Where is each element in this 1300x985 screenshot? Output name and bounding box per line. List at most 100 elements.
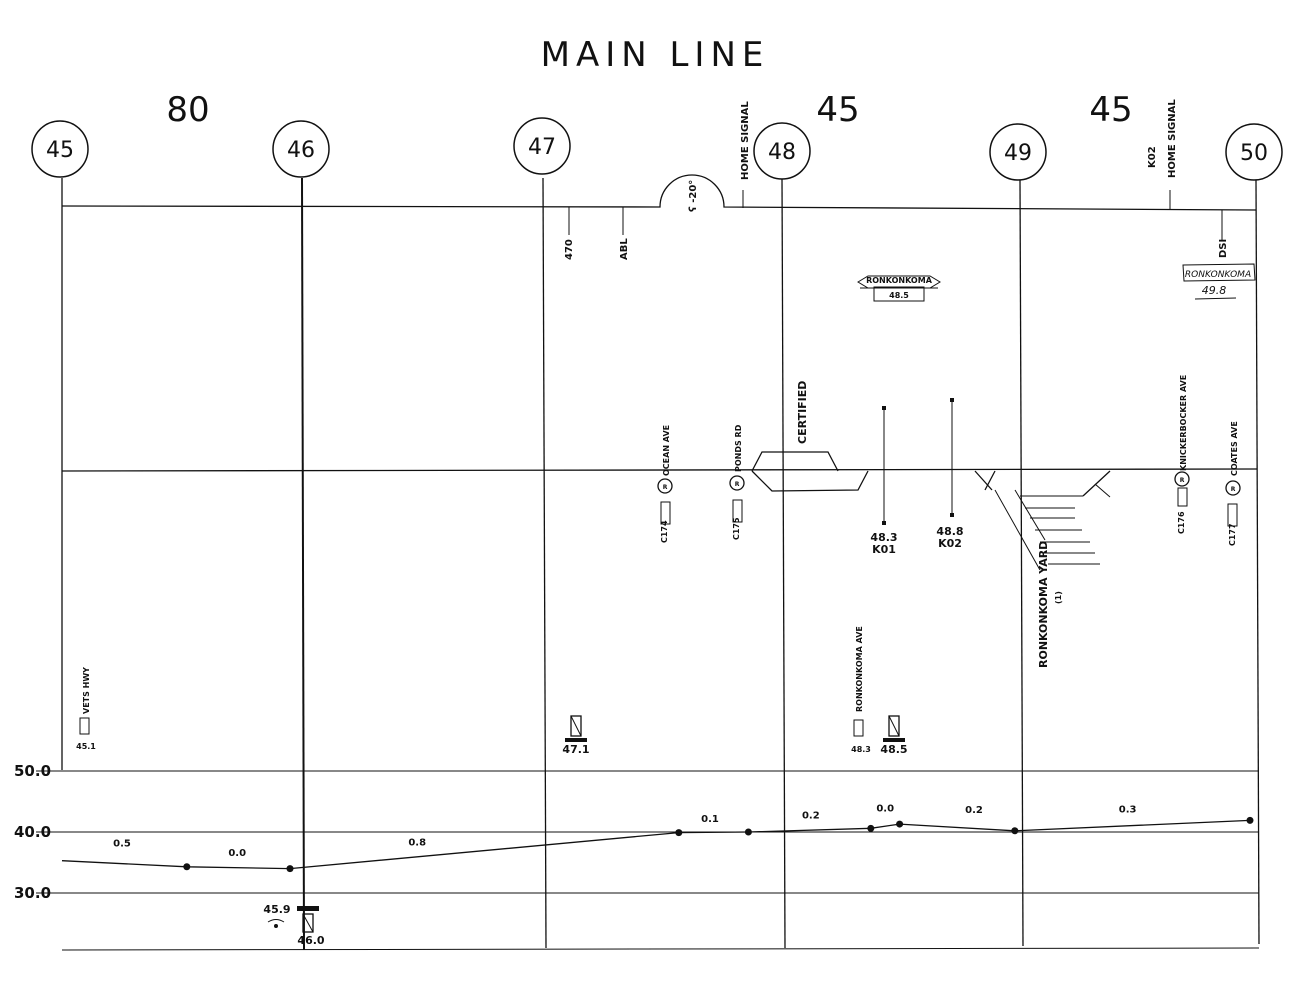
siding-lower [751, 470, 869, 492]
handwritten-note: RONKONKOMA 49.8 [1182, 263, 1256, 300]
handwritten-line-1: RONKONKOMA [1185, 270, 1251, 280]
bridge-46-0: 46.0 [297, 906, 325, 947]
svg-text:R: R [1180, 477, 1185, 484]
grade-label-5: 0.0 [876, 803, 894, 814]
crossing-ponds-rd: R PONDS RD C175 [729, 424, 745, 540]
k01-label: K01 [872, 543, 896, 556]
milepost-45: 45 [31, 120, 89, 178]
bridges: 47.1 48.5 46.0 45.9 [263, 715, 908, 947]
yard-note: (1) [1054, 591, 1063, 604]
crossing-ponds-rd-label: PONDS RD [734, 424, 743, 472]
milepost-45-label: 45 [46, 138, 74, 163]
crossing-coates-label: COATES AVE [1230, 421, 1239, 476]
crossover-right-2 [984, 470, 996, 491]
profile-points [183, 816, 1254, 873]
crossing-vets-milepost: 45.1 [76, 742, 96, 751]
crossing-ronk-ave-label: RONKONKOMA AVE [855, 626, 864, 712]
ronkonkoma-yard: RONKONKOMA YARD (1) [994, 470, 1111, 668]
home-signal-1-label: HOME SIGNAL [740, 101, 751, 180]
yard-lead [1082, 470, 1111, 497]
handwritten-box [1182, 263, 1256, 282]
switch-k02-bot [950, 513, 954, 517]
siding [751, 451, 839, 472]
crossing-c174-label: C174 [660, 520, 669, 543]
svg-text:R: R [663, 484, 668, 491]
station-ronkonkoma: RONKONKOMA 48.5 [857, 275, 941, 302]
station-box [873, 286, 925, 302]
y-tick-label-50.0: 50.0 [14, 762, 51, 780]
grade-label-6: 0.2 [965, 805, 983, 816]
crossover-right [974, 470, 993, 491]
milepost-line-48 [781, 177, 786, 949]
signal-470-label: 470 [564, 239, 575, 260]
switch-k01-bot [882, 521, 886, 525]
milepost-lines [61, 177, 1260, 951]
milepost-line-50 [1255, 179, 1260, 945]
yard-ladder-2 [1014, 489, 1046, 541]
profile-point-5 [867, 824, 875, 832]
handwritten-line-2: 49.8 [1202, 284, 1227, 297]
bridge-45-9: 45.9 [263, 903, 291, 928]
profile-point-6 [896, 820, 904, 828]
yard-ladder [994, 489, 1041, 571]
profile-line [61, 819, 1251, 870]
signal-line: 470 ABL ʕ -20° HOME SIGNAL HOME SIGNAL K… [61, 99, 1257, 260]
yard-label: RONKONKOMA YARD [1037, 541, 1050, 668]
grade-label-4: 0.2 [802, 811, 820, 822]
crossing-vets-label: VETS HWY [82, 667, 91, 714]
station-name: RONKONKOMA [866, 276, 933, 285]
milepost-line-47 [542, 177, 547, 949]
crossing-knickerbocker-label: KNICKERBOCKER AVE [1179, 375, 1188, 471]
profile-point-4 [744, 828, 752, 836]
chart-title: MAIN LINE [541, 35, 770, 75]
crossing-coates-box [1227, 503, 1238, 527]
home-signal-2-label: HOME SIGNAL [1167, 99, 1178, 178]
milepost-49-label: 49 [1004, 141, 1032, 166]
milepost-46-label: 46 [287, 138, 315, 163]
main-track [61, 468, 1258, 472]
abl-label: ABL [619, 238, 630, 260]
grade-label-3: 0.1 [701, 814, 719, 825]
switch-k01-top [882, 406, 886, 410]
bridge-46-0-label: 46.0 [297, 934, 324, 947]
signal-track [61, 174, 1257, 211]
crossing-ronkonkoma-ave: RONKONKOMA AVE 48.3 [851, 626, 871, 754]
milepost-46: 46 [272, 120, 330, 178]
grade-label-2: 0.8 [408, 837, 426, 848]
bridge-47-1: 47.1 [562, 715, 590, 756]
grade-label-7: 0.3 [1119, 804, 1137, 815]
handwritten-underline [1194, 297, 1237, 300]
profile-y-axis: 50.040.030.0 [14, 762, 51, 902]
station-milepost: 48.5 [889, 291, 909, 300]
profile-grid [36, 770, 1260, 951]
crossing-ocean-ave: R OCEAN AVE C174 [657, 425, 673, 543]
k02-milepost: 48.8 [936, 525, 963, 538]
crossing-ronk-ave-box [853, 719, 864, 737]
crossing-c175-label: C175 [732, 517, 741, 540]
grade-label-1: 0.0 [228, 848, 246, 859]
speed-limit-80: 80 [166, 90, 209, 130]
speed-limit-45-a: 45 [816, 90, 859, 130]
crossing-c177-label: C177 [1228, 523, 1237, 546]
milepost-47: 47 [513, 117, 571, 175]
crossing-ponds-rd-box [732, 499, 743, 523]
profile-point-8 [1246, 816, 1254, 824]
grade-label-0: 0.5 [113, 839, 131, 850]
yard-lead-2 [1094, 483, 1111, 498]
grade-labels: 0.5 0.0 0.8 0.1 0.2 0.0 0.2 0.3 [113, 803, 1136, 859]
crossing-coates-ave: R COATES AVE C177 [1225, 421, 1241, 546]
milepost-49: 49 [989, 123, 1047, 181]
crossing-ocean-ave-box [660, 501, 671, 525]
svg-text:R: R [1231, 486, 1236, 493]
profile-point-7 [1011, 827, 1019, 835]
certified-label: CERTIFIED [796, 381, 809, 444]
dsi-label: DSI [1218, 239, 1229, 258]
milepost-48-label: 48 [768, 140, 796, 165]
bridge-48-5: 48.5 [880, 715, 908, 756]
milepost-47-label: 47 [528, 135, 556, 160]
speed-limit-45-b: 45 [1089, 90, 1132, 130]
track-switches: 48.3 K01 48.8 K02 [751, 398, 996, 556]
y-tick-label-30.0: 30.0 [14, 884, 51, 902]
profile-point-3 [675, 829, 683, 837]
